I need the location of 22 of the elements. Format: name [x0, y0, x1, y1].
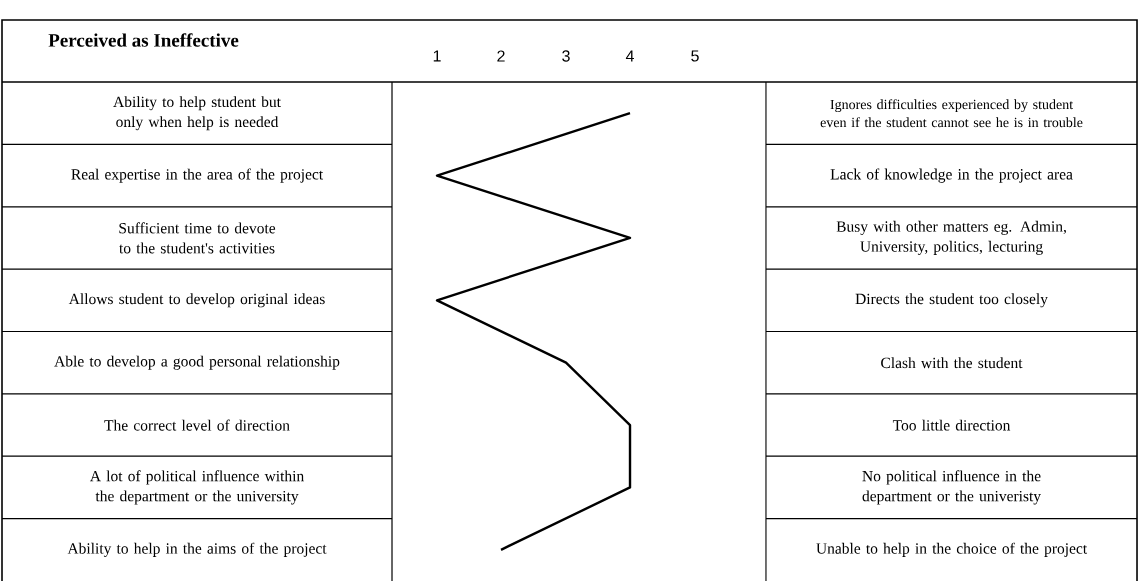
scale-number: 5 — [691, 50, 699, 62]
table-cell: Directs the student too closely — [855, 293, 1048, 308]
table-heading: Perceived as Ineffective — [48, 33, 239, 47]
scale-number: 3 — [562, 50, 570, 62]
table-cell: No political influence in the department or the univeristy — [862, 470, 1041, 505]
table-cell: Lack of knowledge in the project area — [830, 168, 1073, 183]
table-cell: Allows student to develop original ideas — [68, 293, 325, 308]
table-cell: A lot of political influence within the department or the university — [90, 470, 304, 505]
scale-number: 4 — [625, 50, 634, 62]
table-cell: Real expertise in the area of the project — [71, 168, 324, 183]
table-cell: Clash with the student — [881, 357, 1023, 369]
table-cell: The correct level of direction — [104, 419, 290, 431]
table-cell: Busy with other matters eg. Admin, University, politics, lecturing — [836, 220, 1066, 255]
table-cell: Too little direction — [892, 419, 1011, 431]
table-cell: Ability to help in the aims of the project — [67, 542, 327, 557]
scale-number: 1 — [433, 50, 441, 62]
table-cell: Able to develop a good personal relationship — [54, 355, 340, 370]
table-cell: Ignores difficulties experienced by student even if the student cannot see he is in trouble — [820, 99, 1083, 128]
table-cell: Ability to help student but only when help is needed — [113, 96, 281, 131]
table-cell: Sufficient time to devote to the student's activities — [119, 222, 276, 254]
table-cell: Unable to help in the choice of the project — [816, 542, 1088, 557]
scale-number: 2 — [497, 50, 505, 62]
